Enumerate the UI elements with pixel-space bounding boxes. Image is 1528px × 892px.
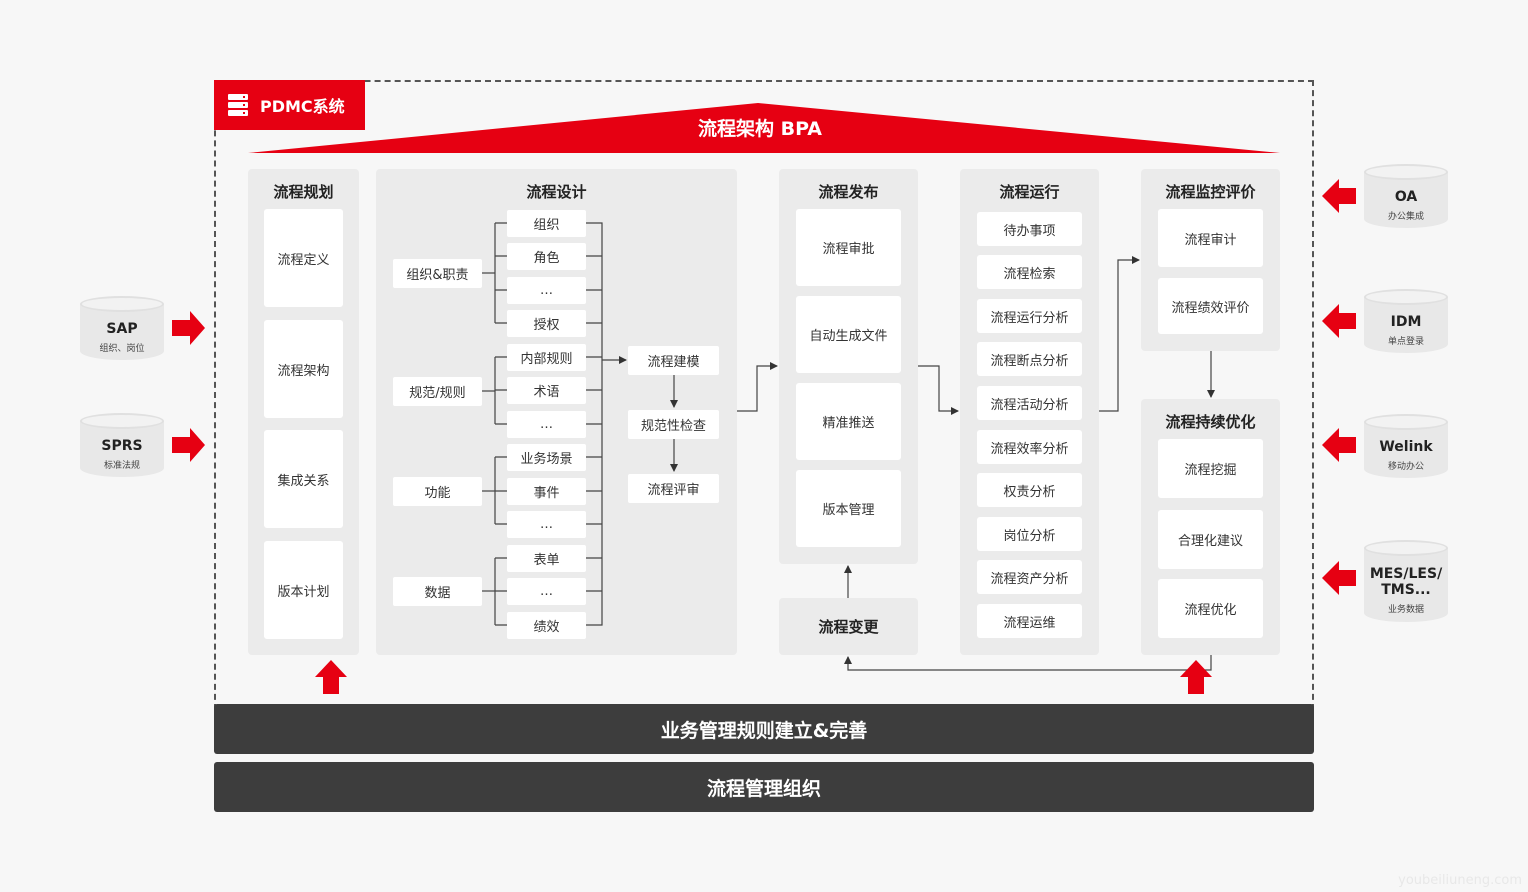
run-title: 流程运行 <box>999 183 1060 201</box>
design-sub-item[interactable]: 业务场景 <box>507 444 586 471</box>
roof-title: 流程架构 BPA <box>698 118 822 140</box>
planning-panel: 流程规划 流程定义 流程架构 集成关系 版本计划 <box>248 169 359 655</box>
optimize-item[interactable]: 合理化建议 <box>1158 510 1263 569</box>
design-group-data[interactable]: 数据 <box>393 577 482 606</box>
design-sub-item[interactable]: 表单 <box>507 545 586 572</box>
design-sub-item[interactable]: … <box>507 411 586 438</box>
optimize-panel: 流程持续优化 流程挖掘 合理化建议 流程优化 <box>1141 399 1280 655</box>
design-sub-item[interactable]: 术语 <box>507 377 586 404</box>
design-title: 流程设计 <box>526 183 587 201</box>
design-sub-item[interactable]: 内部规则 <box>507 344 586 371</box>
run-item[interactable]: 流程检索 <box>977 255 1082 289</box>
optimize-item[interactable]: 流程优化 <box>1158 579 1263 638</box>
pdmc-system-badge: PDMC系统 <box>214 80 365 130</box>
design-sub-item[interactable]: … <box>507 578 586 605</box>
publish-item[interactable]: 自动生成文件 <box>796 296 901 373</box>
planning-item[interactable]: 集成关系 <box>264 430 343 528</box>
design-group-function[interactable]: 功能 <box>393 477 482 506</box>
server-icon <box>228 94 248 116</box>
publish-panel: 流程发布 流程审批 自动生成文件 精准推送 版本管理 <box>779 169 918 564</box>
design-group-rules[interactable]: 规范/规则 <box>393 377 482 406</box>
design-sub-item[interactable]: … <box>507 511 586 538</box>
system-label: PDMC系统 <box>260 97 345 116</box>
design-sub-item[interactable]: 事件 <box>507 478 586 505</box>
publish-item[interactable]: 版本管理 <box>796 470 901 547</box>
run-item[interactable]: 流程运维 <box>977 604 1082 638</box>
planning-item[interactable]: 版本计划 <box>264 541 343 639</box>
planning-item[interactable]: 流程架构 <box>264 320 343 418</box>
run-item[interactable]: 待办事项 <box>977 212 1082 246</box>
run-item[interactable]: 流程断点分析 <box>977 342 1082 376</box>
design-sub-item[interactable]: 绩效 <box>507 612 586 639</box>
design-step-compliance-check[interactable]: 规范性检查 <box>628 410 719 439</box>
org-bar: 流程管理组织 <box>214 762 1314 812</box>
run-item[interactable]: 岗位分析 <box>977 517 1082 551</box>
monitor-item[interactable]: 流程绩效评价 <box>1158 278 1263 334</box>
design-sub-item[interactable]: 角色 <box>507 243 586 270</box>
change-panel[interactable]: 流程变更 <box>779 598 918 655</box>
monitor-item[interactable]: 流程审计 <box>1158 209 1263 267</box>
monitor-panel: 流程监控评价 流程审计 流程绩效评价 <box>1141 169 1280 351</box>
design-step-modeling[interactable]: 流程建模 <box>628 346 719 375</box>
run-item[interactable]: 流程资产分析 <box>977 560 1082 594</box>
monitor-title: 流程监控评价 <box>1165 183 1256 201</box>
publish-item[interactable]: 流程审批 <box>796 209 901 286</box>
watermark: youbeiliuneng.com <box>1398 873 1522 888</box>
rules-bar: 业务管理规则建立&完善 <box>214 704 1314 754</box>
planning-item[interactable]: 流程定义 <box>264 209 343 307</box>
optimize-title: 流程持续优化 <box>1165 413 1256 431</box>
run-panel: 流程运行 待办事项 流程检索 流程运行分析 流程断点分析 流程活动分析 流程效率… <box>960 169 1099 655</box>
optimize-item[interactable]: 流程挖掘 <box>1158 439 1263 498</box>
publish-title: 流程发布 <box>818 183 879 201</box>
design-step-review[interactable]: 流程评审 <box>628 474 719 503</box>
run-item[interactable]: 流程运行分析 <box>977 299 1082 333</box>
design-group-org[interactable]: 组织&职责 <box>393 259 482 288</box>
run-item[interactable]: 流程活动分析 <box>977 386 1082 420</box>
design-sub-item[interactable]: 组织 <box>507 210 586 237</box>
design-sub-item[interactable]: 授权 <box>507 310 586 337</box>
planning-title: 流程规划 <box>273 183 334 201</box>
run-item[interactable]: 流程效率分析 <box>977 430 1082 464</box>
publish-item[interactable]: 精准推送 <box>796 383 901 460</box>
run-item[interactable]: 权责分析 <box>977 473 1082 507</box>
design-sub-item[interactable]: … <box>507 277 586 304</box>
